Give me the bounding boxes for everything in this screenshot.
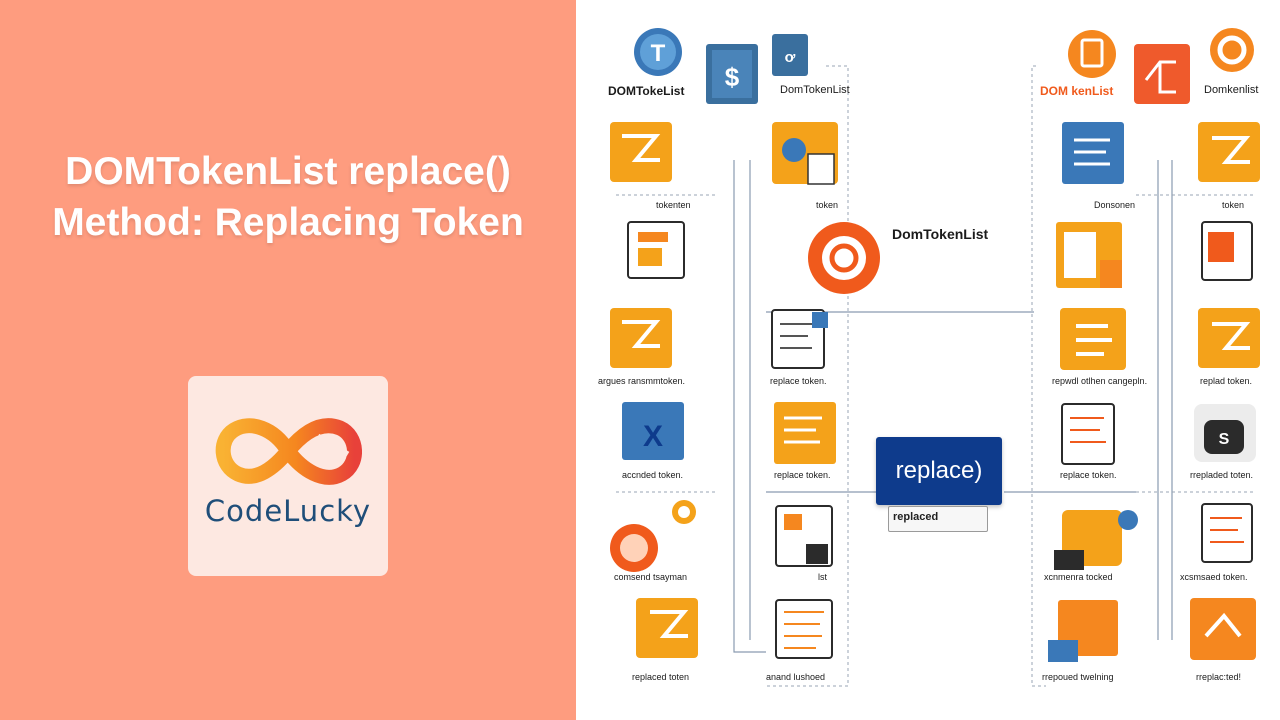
- folder-icon-l1: [610, 122, 672, 182]
- caption-rb-1: token: [1222, 200, 1245, 210]
- replaced-result-box: replaced: [888, 506, 988, 532]
- folder-icon-rb6: [1190, 598, 1256, 660]
- svg-text:T: T: [651, 40, 666, 67]
- folder-icon-r5: [1054, 510, 1138, 570]
- excel-icon-l4: X: [622, 402, 684, 460]
- svg-text:$: $: [725, 62, 740, 92]
- folder-icon-rb1: [1198, 122, 1260, 182]
- caption-ra-1: Donsonen: [1094, 200, 1136, 210]
- infinity-logo-icon: [215, 418, 362, 485]
- folder-icon-r3: [1060, 308, 1126, 370]
- center-title: DomTokenList: [892, 226, 989, 242]
- caption-la-5: replaced toten: [632, 672, 690, 682]
- svg-text:ơ: ơ: [785, 49, 796, 66]
- token-ring-icon: [1210, 28, 1254, 72]
- svg-text:X: X: [643, 420, 663, 453]
- chart-doc-icon-r2: [1056, 222, 1122, 288]
- face-doc-icon-m1: [772, 122, 838, 185]
- checklist-icon-m2: [771, 309, 828, 369]
- caption-lb-2: replace token.: [770, 376, 827, 386]
- token-replace-illustration: T $ ơ X: [576, 0, 1280, 720]
- caption-la-3: accnded token.: [622, 470, 684, 480]
- doc-icon-rb5: [1201, 503, 1253, 563]
- caption-rb-4: xcsmsaed token.: [1180, 572, 1248, 582]
- header-right-title-2: Domkenlist: [1204, 84, 1259, 96]
- caption-rb-5: rreplac:ted!: [1196, 672, 1242, 682]
- caption-la-4: comsend tsayman: [614, 572, 688, 582]
- doc-icon-r1: [1062, 122, 1124, 184]
- caption-lb-1: token: [816, 200, 839, 210]
- orange-doc-circle-icon: [1068, 30, 1116, 78]
- caption-lb-5: anand lushoed: [766, 672, 826, 682]
- folder-icon-l6: [636, 598, 698, 658]
- bag-icon-rb4: S: [1194, 404, 1256, 462]
- caption-ra-5: rrepoued twelning: [1042, 672, 1114, 682]
- caption-ra-4: xcnmenra tocked: [1044, 572, 1113, 582]
- slide-icon-l2: [627, 221, 685, 279]
- caption-lb-4: lst: [818, 572, 827, 582]
- t-badge-icon: T: [634, 28, 682, 76]
- header-right-title: DOM kenList: [1040, 84, 1114, 98]
- replace-method-badge[interactable]: replace): [876, 437, 1002, 505]
- folder-icon-l3: [610, 308, 672, 368]
- list-doc-icon-m5: [775, 599, 833, 659]
- caption-la-1: tokenten: [656, 200, 691, 210]
- header-left-title-2: DomTokenList: [780, 84, 850, 96]
- caption-ra-2: repwdl otlhen cangepln.: [1052, 376, 1148, 386]
- svg-text:S: S: [1219, 431, 1230, 448]
- document-icon: ơ: [772, 34, 808, 76]
- codelucky-logo-card[interactable]: CodeLucky: [188, 376, 388, 576]
- brand-name: CodeLucky: [204, 494, 372, 528]
- caption-lb-3: replace token.: [774, 470, 831, 480]
- diagram-graphics: T $ ơ X: [610, 28, 1260, 687]
- stack-icon-r6: [1048, 600, 1118, 662]
- caption-rb-2: replad token.: [1200, 376, 1253, 386]
- folder-doc-icon-m3: [774, 402, 836, 464]
- hero-panel: DOMTokenList replace() Method: Replacing…: [0, 0, 576, 720]
- flow-icon: [1134, 44, 1190, 104]
- clock-icon-l5: [610, 500, 696, 572]
- orange-doc-icon-rb2: [1201, 221, 1253, 281]
- mixed-doc-icon-m4: [775, 505, 833, 567]
- dollar-file-icon: $: [706, 44, 758, 104]
- center-token-icon: [808, 222, 880, 294]
- folder-icon-rb3: [1198, 308, 1260, 368]
- text-doc-icon-r4: [1061, 403, 1115, 465]
- caption-ra-3: replace token.: [1060, 470, 1117, 480]
- caption-rb-3: rrepladed toten.: [1190, 470, 1254, 480]
- caption-la-2: argues ransmmtoken.: [598, 376, 686, 386]
- header-left-title: DOMTokeList: [608, 84, 685, 98]
- article-title: DOMTokenList replace() Method: Replacing…: [52, 150, 524, 244]
